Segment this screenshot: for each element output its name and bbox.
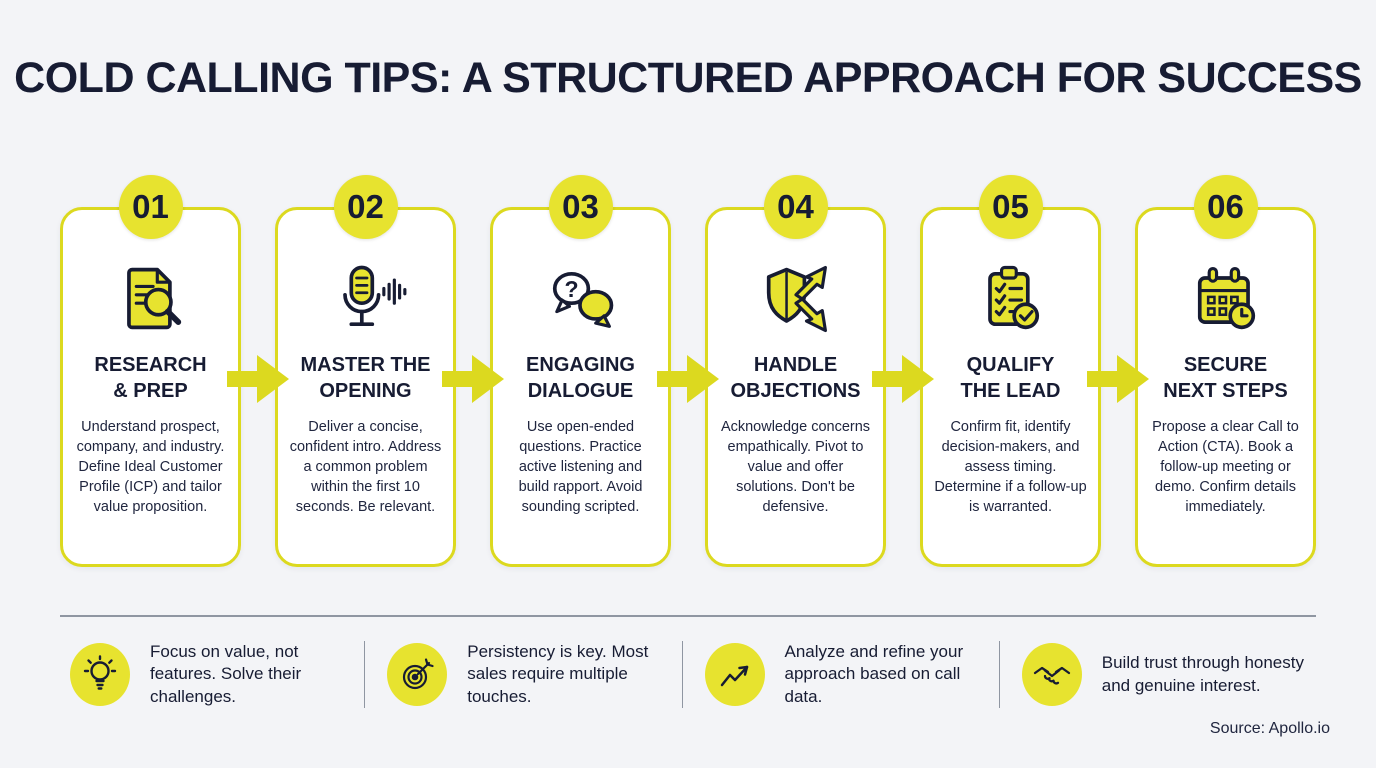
step-number-badge: 04 [763,175,828,239]
tip-1: Focus on value, not features. Solve thei… [60,641,364,708]
arrow-right-icon [227,355,289,403]
step-description: Understand prospect, company, and indust… [76,419,225,515]
step-number: 05 [992,188,1029,225]
tip-text: Focus on value, not features. Solve thei… [150,642,302,706]
step-title: RESEARCH & PREP [94,352,206,404]
step-number-badge: 01 [118,175,183,239]
step-card: MASTER THE OPENING Deliver a concise, co… [275,207,456,567]
step-title-line2: NEXT STEPS [1163,380,1288,402]
step-description: Confirm fit, identify decision-makers, a… [934,419,1087,515]
step-number: 03 [562,188,599,225]
svg-text:?: ? [564,276,578,302]
step-card: RESEARCH & PREP Understand prospect, com… [60,207,241,567]
step-title-line2: OBJECTIONS [730,380,861,402]
trend-up-icon [704,643,765,707]
arrow-right-icon [1087,355,1149,403]
step-card: ? ENGAGING DIALOGUE Use open-ended quest… [490,207,671,567]
step-card: QUALIFY THE LEAD Confirm fit, identify d… [920,207,1101,567]
step-title: MASTER THE OPENING [301,352,431,404]
tips-row: Focus on value, not features. Solve thei… [60,617,1316,709]
arrow-right-icon [442,355,504,403]
tip-text: Analyze and refine your approach based o… [784,642,964,706]
step-3: 03 ? ENGAGING DIALOGUE Use open-ended qu… [490,175,719,567]
tip-text: Persistency is key. Most sales require m… [467,642,649,706]
document-magnifier-icon [109,254,193,344]
step-title: ENGAGING DIALOGUE [526,352,635,404]
step-description: Acknowledge concerns empathically. Pivot… [720,419,871,515]
step-1: 01 RESEARCH & PREP Understand prospect, … [60,175,289,567]
step-title-line2: & PREP [113,380,188,402]
page-title: COLD CALLING TIPS: A STRUCTURED APPROACH… [14,54,1362,102]
step-card: SECURE NEXT STEPS Propose a clear Call t… [1135,207,1316,567]
step-description: Deliver a concise, confident intro. Addr… [289,419,442,515]
step-title: QUALIFY THE LEAD [961,352,1061,404]
step-number-badge: 03 [548,175,613,239]
horizontal-divider [60,615,1316,617]
step-number-badge: 05 [978,175,1043,239]
step-title-line2: OPENING [319,380,412,402]
tip-3: Analyze and refine your approach based o… [681,641,999,709]
tip-4: Build trust through honesty and genuine … [998,641,1316,709]
step-number: 02 [347,188,384,225]
chat-bubbles-icon: ? [539,254,623,344]
tip-2: Persistency is key. Most sales require m… [364,641,681,709]
step-2: 02 MASTER THE OPENING Deliver a concise,… [275,175,504,567]
step-number: 01 [132,188,169,225]
lightbulb-icon [70,643,130,707]
step-number-badge: 06 [1193,175,1258,239]
source-credit: Source: Apollo.io [1209,720,1330,738]
step-number: 06 [1207,188,1244,225]
step-5: 05 QUALIFY THE LEAD Confirm fit, identif… [920,175,1149,567]
step-card: HANDLE OBJECTIONS Acknowledge concerns e… [705,207,886,567]
tip-text: Build trust through honesty and genuine … [1101,653,1304,695]
step-title-line1: MASTER THE [300,354,431,376]
step-number: 04 [777,188,814,225]
microphone-icon [324,254,408,344]
step-title-line2: DIALOGUE [527,380,634,402]
step-title-line1: RESEARCH [94,354,207,376]
step-title-line1: HANDLE [753,354,838,376]
step-4: 04 HANDLE OBJECTIONS Acknowledge concern… [705,175,934,567]
shield-arrows-icon [754,254,838,344]
arrow-right-icon [657,355,719,403]
step-description: Use open-ended questions. Practice activ… [518,419,643,515]
handshake-icon [1021,643,1082,707]
clipboard-check-icon [969,254,1053,344]
target-dart-icon [387,643,448,707]
step-number-badge: 02 [333,175,398,239]
step-title: HANDLE OBJECTIONS [730,352,860,404]
steps-row: 01 RESEARCH & PREP Understand prospect, … [60,175,1316,567]
step-description: Propose a clear Call to Action (CTA). Bo… [1152,419,1299,515]
arrow-right-icon [872,355,934,403]
step-title-line2: THE LEAD [960,380,1061,402]
calendar-clock-icon [1184,254,1268,344]
step-title: SECURE NEXT STEPS [1163,352,1287,404]
step-title-line1: ENGAGING [526,354,635,376]
step-title-line1: QUALIFY [966,354,1055,376]
step-title-line1: SECURE [1183,354,1268,376]
step-6: 06 SECURE NEXT [1135,175,1316,567]
